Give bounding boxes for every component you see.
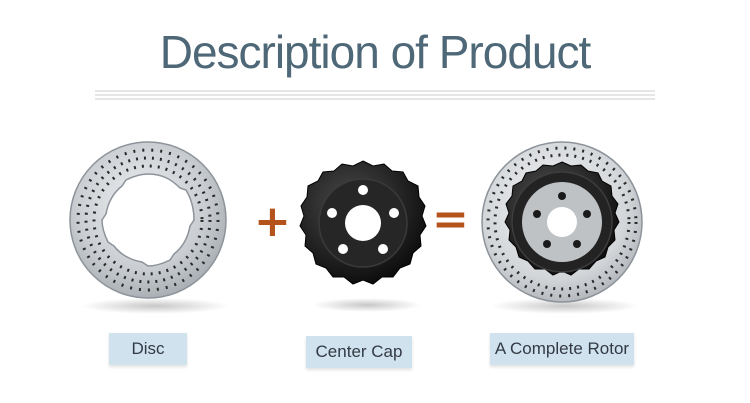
equals-sign: = (432, 194, 469, 245)
fine-print-lines (95, 88, 655, 102)
label-complete-rotor: A Complete Rotor (490, 333, 634, 365)
page-title: Description of Product (159, 26, 592, 78)
drilled-disc-image (69, 141, 227, 299)
center-cap-shadow (312, 298, 422, 312)
label-center-cap: Center Cap (306, 336, 412, 368)
plus-sign: + (254, 196, 291, 247)
label-disc: Disc (109, 333, 187, 365)
disc-shadow (80, 298, 230, 314)
complete-rotor-image (481, 141, 643, 303)
rotor-shadow (490, 298, 640, 314)
center-cap-image (299, 160, 427, 285)
